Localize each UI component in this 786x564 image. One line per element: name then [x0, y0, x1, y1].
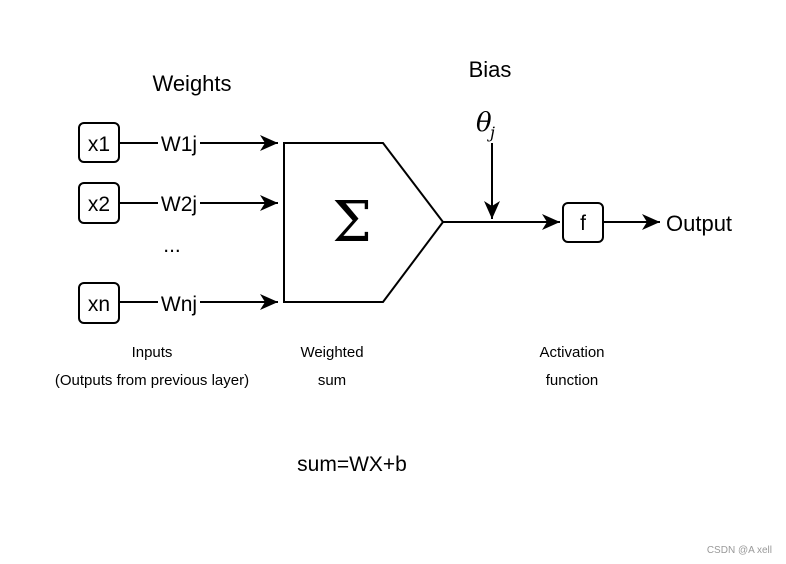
- weight-label-wnj: Wnj: [161, 293, 197, 316]
- weight-label-w2j: W2j: [161, 193, 197, 216]
- input-row-2: x2 W2j: [78, 182, 278, 224]
- input-row-n: xn Wnj: [78, 282, 278, 324]
- weights-title: Weights: [152, 71, 231, 96]
- input-label-x2: x2: [88, 193, 110, 216]
- caption-activation-line1: Activation: [539, 344, 604, 361]
- bias-subscript: j: [487, 123, 495, 142]
- weight-label-w1j: W1j: [161, 133, 197, 156]
- ellipsis: ...: [163, 234, 181, 257]
- activation-label: f: [580, 212, 586, 235]
- input-label-x1: x1: [88, 133, 110, 156]
- caption-inputs-line2: (Outputs from previous layer): [55, 372, 249, 389]
- bias-symbol: θ: [476, 108, 492, 138]
- summation-block: [283, 142, 445, 303]
- input-label-xn: xn: [88, 293, 110, 316]
- caption-sum-line1: Weighted: [300, 344, 363, 361]
- caption-sum-line2: sum: [318, 372, 346, 389]
- watermark: CSDN @A xell: [707, 545, 772, 556]
- input-row-1: x1 W1j: [78, 122, 278, 163]
- bias-title: Bias: [469, 57, 512, 82]
- caption-activation-line2: function: [546, 372, 599, 389]
- sigma-symbol: Σ: [332, 190, 372, 255]
- output-label: Output: [666, 211, 732, 236]
- caption-inputs-line1: Inputs: [132, 344, 173, 361]
- sum-formula: sum=WX+b: [297, 453, 407, 476]
